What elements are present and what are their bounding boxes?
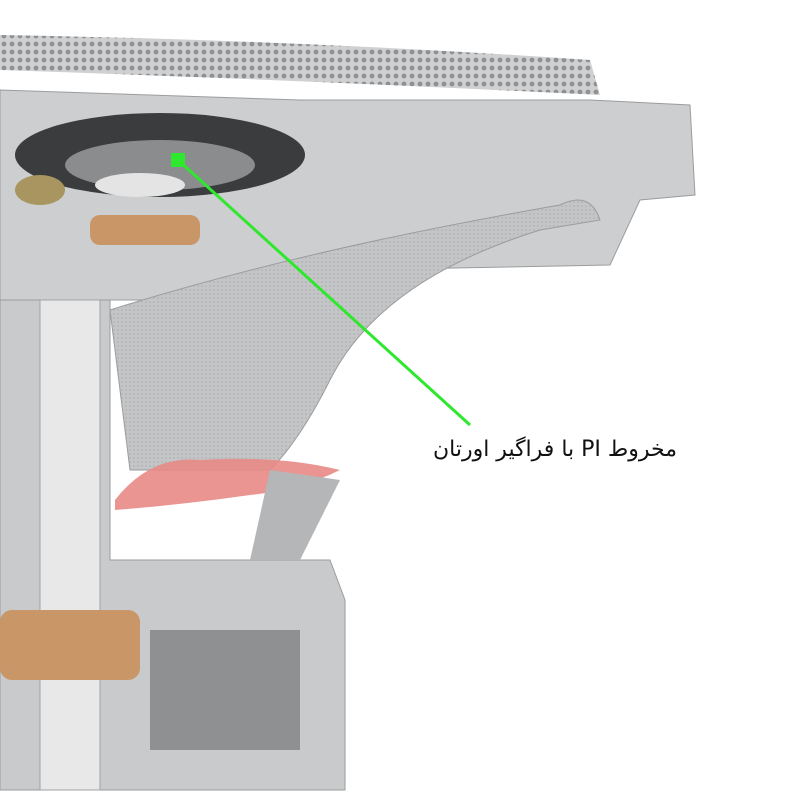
voice-coil-top bbox=[90, 215, 200, 245]
annotation-pointer bbox=[176, 158, 472, 427]
annotation-marker bbox=[171, 153, 185, 167]
surround bbox=[115, 458, 340, 510]
cone bbox=[109, 199, 601, 471]
grille bbox=[0, 35, 600, 95]
voice-coil-bottom bbox=[0, 610, 140, 680]
annotation-label: مخروط PI با فراگیر اورتان bbox=[432, 437, 677, 462]
